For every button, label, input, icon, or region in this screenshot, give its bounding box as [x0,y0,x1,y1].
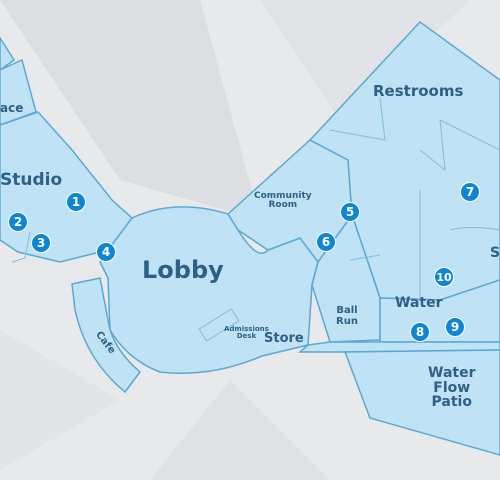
admissions-line1: Admissions [224,325,269,333]
room-label-ball-run: Ball Run [336,305,358,327]
bg-shape [0,330,120,470]
community-line2: Room [268,200,298,211]
map-marker-4[interactable]: 4 [96,242,116,262]
room-label-community-room: Community Room [254,191,312,211]
map-marker-7[interactable]: 7 [460,182,480,202]
map-marker-3[interactable]: 3 [31,233,51,253]
room-label-right-partial: S [490,245,500,261]
patio-line3: Patio [431,394,472,411]
room-cafe[interactable] [71,277,142,394]
ball-line1: Ball [336,305,358,316]
map-marker-10[interactable]: 10 [434,267,454,287]
map-marker-9[interactable]: 9 [445,317,465,337]
room-label-studio: Studio [0,170,63,190]
room-water[interactable] [379,279,500,343]
room-space[interactable] [0,36,16,71]
map-marker-6[interactable]: 6 [316,232,336,252]
room-label-water-flow-patio: Water Flow Patio [428,366,475,410]
map-marker-2[interactable]: 2 [8,212,28,232]
room-label-store: Store [264,331,304,346]
community-line1: Community [254,191,312,201]
room-label-restrooms: Restrooms [373,82,464,100]
room-label-water: Water [395,295,443,311]
map-marker-5[interactable]: 5 [340,202,360,222]
wall [449,227,500,231]
wall [349,254,381,261]
wall [329,97,386,141]
room-label-lobby: Lobby [142,256,224,284]
room-water-flow-patio[interactable] [343,349,500,456]
room-label-space: ace [0,101,24,115]
room-lobby[interactable] [99,206,319,375]
room-label-admissions: Admissions Desk [224,325,269,341]
patio-line1: Water [428,365,476,381]
wall [419,119,500,172]
wall [11,231,31,263]
bg-shape [150,380,330,480]
room-store[interactable] [298,341,500,353]
admissions-desk-outline [198,308,240,342]
map-marker-1[interactable]: 1 [66,192,86,212]
bg-shape [0,0,260,220]
ball-line2: Run [336,315,358,327]
map-marker-8[interactable]: 8 [410,322,430,342]
admissions-line2: Desk [236,332,257,341]
patio-line2: Flow [433,379,471,396]
